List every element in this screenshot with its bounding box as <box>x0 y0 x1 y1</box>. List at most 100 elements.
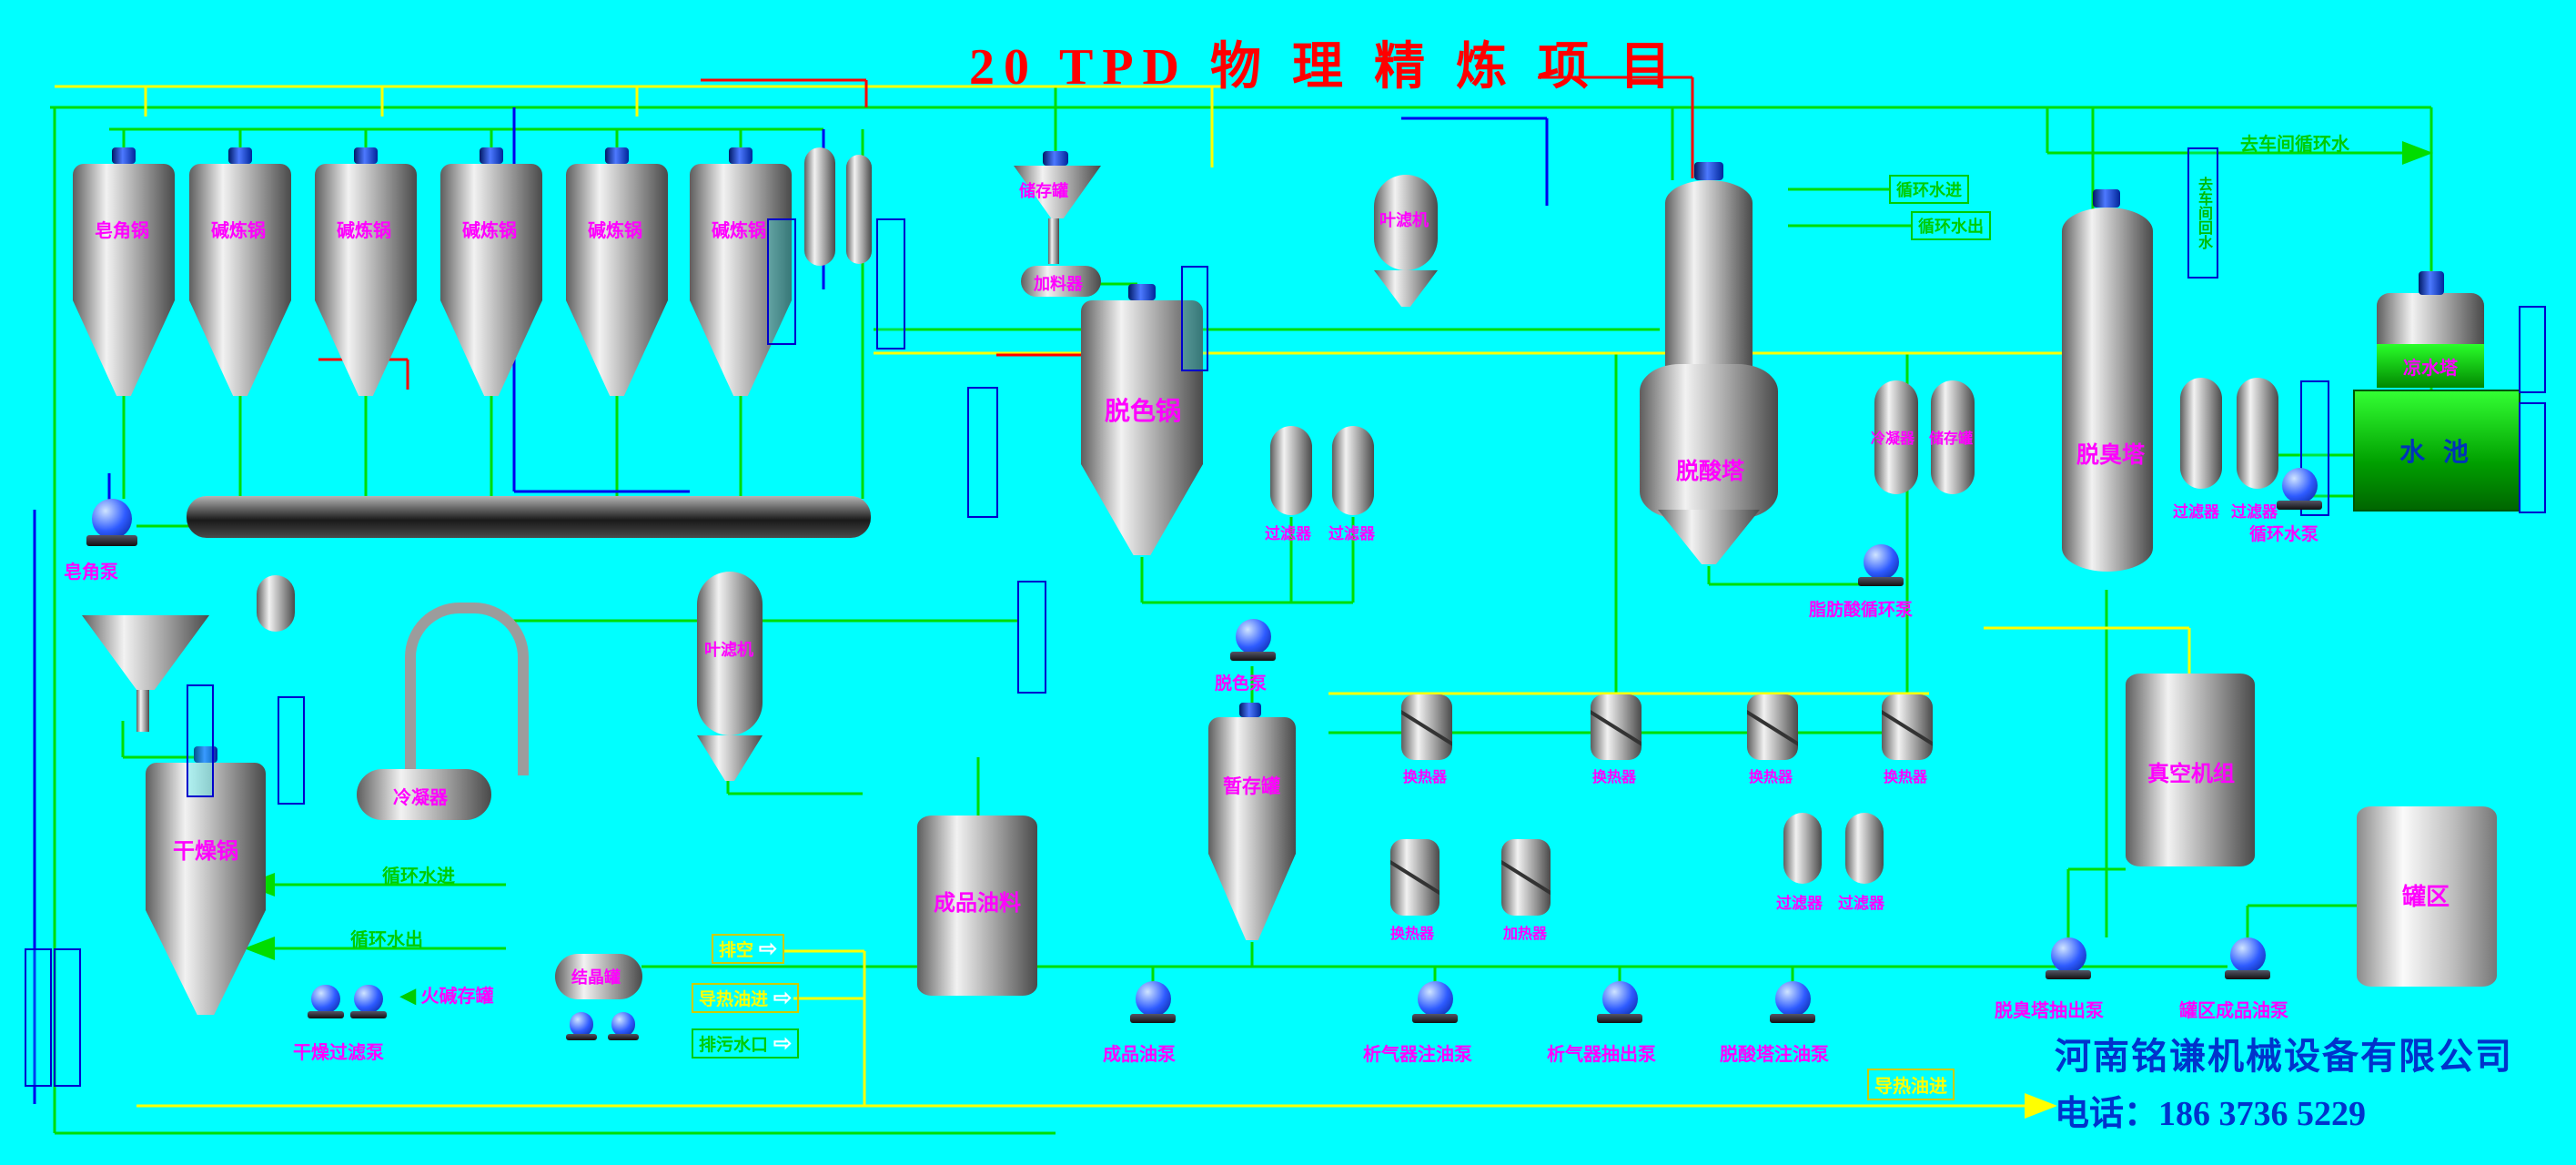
product-pump <box>1130 981 1176 1027</box>
storage-hopper-stem <box>1048 218 1059 264</box>
crystal-tank-vessel <box>555 954 642 999</box>
tank-area-label: 罐区 <box>2402 883 2450 910</box>
heater <box>1501 839 1551 916</box>
valve-cap <box>2093 189 2120 208</box>
filter-label: 过滤器 <box>1838 895 1884 912</box>
page-title: 20 TPD 物 理 精 炼 项 目 <box>969 39 1680 96</box>
circ-water-pump-label: 循环水泵 <box>2249 525 2319 544</box>
leaf-filter-left-label: 叶滤机 <box>704 641 753 659</box>
deacid-tower-bulge <box>1640 364 1778 519</box>
tank-cone <box>73 300 175 396</box>
motor-cap <box>2419 271 2444 295</box>
filter-label: 过滤器 <box>2231 503 2278 521</box>
vent-label: 排空⇨ <box>712 934 785 964</box>
vertical-label-box <box>2519 306 2546 393</box>
storage-right-label: 储存罐 <box>1929 431 1974 447</box>
tank-body <box>690 164 792 300</box>
refining-tank: 碱炼锅 <box>315 147 417 402</box>
dry-filter-pump <box>350 985 387 1021</box>
refining-tank: 碱炼锅 <box>690 147 792 402</box>
cooling-tower-top <box>2377 293 2484 344</box>
valve-cap <box>729 147 753 164</box>
tank-area-product-pump <box>2225 937 2270 983</box>
heat-exchanger <box>1882 694 1933 760</box>
filter-vessel <box>2180 378 2222 489</box>
feed-hopper-stem <box>136 690 149 732</box>
product-oil-tank-vessel <box>917 816 1037 996</box>
hollow-arrow-icon: ⇨ <box>773 1030 793 1056</box>
circ-water-out-left-label: 循环水出 <box>350 930 423 950</box>
refining-tank: 碱炼锅 <box>566 147 668 402</box>
degas-extract-pump <box>1597 981 1642 1027</box>
valve-cap <box>112 147 136 164</box>
valve-cap <box>1043 151 1068 166</box>
vertical-label-box <box>187 684 214 797</box>
soap-pot-tank: 皂角锅 <box>73 147 175 402</box>
company-phone: 电话：186 3736 5229 <box>2055 1095 2367 1133</box>
vertical-label-box <box>1017 581 1046 694</box>
valve-cap <box>480 147 503 164</box>
tank-label: 碱炼锅 <box>211 221 266 241</box>
deacid-inject-pump <box>1770 981 1815 1027</box>
circ-water-pump <box>2277 468 2322 513</box>
deacid-tower-upper <box>1665 180 1753 390</box>
filter-vessel <box>1270 426 1312 515</box>
filter-vessel <box>1783 813 1822 884</box>
valve-cap <box>354 147 378 164</box>
filter-vessel <box>2237 378 2278 489</box>
small-pump <box>608 1012 639 1043</box>
tank-body <box>566 164 668 300</box>
tank-label: 碱炼锅 <box>588 221 642 241</box>
heater-label: 加热器 <box>1503 927 1548 942</box>
deacid-tower-label: 脱酸塔 <box>1676 459 1745 484</box>
heat-exchanger-label: 换热器 <box>1403 770 1448 785</box>
filter-vessel <box>1845 813 1884 884</box>
tank-area-product-pump-label: 罐区成品油泵 <box>2179 1001 2288 1021</box>
workshop-return-label: 去车间回水 <box>2187 147 2218 279</box>
vertical-label-box <box>2519 402 2546 513</box>
water-pool: 水 池 <box>2353 390 2520 512</box>
heat-exchanger-label: 换热器 <box>1884 770 1928 785</box>
tank-body <box>146 763 266 910</box>
tank-label: 皂角锅 <box>95 221 149 241</box>
tank-body <box>440 164 542 300</box>
condenser-left-label: 冷凝器 <box>393 788 448 808</box>
tank-body <box>315 164 417 300</box>
tank-label: 碱炼锅 <box>712 221 766 241</box>
degas-inject-pump-label: 析气器注油泵 <box>1363 1045 1472 1065</box>
vacuum-unit-vessel <box>2126 674 2255 866</box>
heat-oil-in-mid-label: 导热油进⇨ <box>692 983 800 1013</box>
crystal-tank-label: 结晶罐 <box>571 968 621 987</box>
cooling-tower-base: 凉水塔 <box>2377 344 2484 388</box>
storage-right-vessel <box>1931 380 1975 494</box>
to-workshop-circ-label: 去车间循环水 <box>2240 135 2349 155</box>
deodor-extract-pump <box>2046 937 2091 983</box>
product-oil-tank-label: 成品油料 <box>934 891 1021 916</box>
circ-water-in-right-label: 循环水进 <box>1889 175 1969 204</box>
caustic-tank-label: ◀ 火碱存罐 <box>400 984 494 1008</box>
feeder-vessel <box>1021 266 1101 297</box>
hx-diagonal <box>1591 707 1642 749</box>
vertical-label-box <box>25 948 52 1087</box>
pump-base <box>86 535 137 546</box>
heat-exchanger <box>1401 694 1452 760</box>
heat-exchanger-label: 换热器 <box>1390 927 1435 942</box>
decolor-pump <box>1230 619 1276 664</box>
tank-label: 碱炼锅 <box>337 221 391 241</box>
tank-label: 碱炼锅 <box>462 221 517 241</box>
water-pool-label: 水 池 <box>2399 438 2474 466</box>
degas-inject-pump <box>1412 981 1458 1027</box>
hollow-arrow-icon: ⇨ <box>773 985 793 1010</box>
pump-head <box>92 499 132 539</box>
filter-label: 过滤器 <box>1265 525 1311 542</box>
vertical-label-box <box>967 387 998 518</box>
condenser-right-label: 冷凝器 <box>1871 431 1915 447</box>
dry-filter-pump-label: 干燥过滤泵 <box>293 1043 384 1063</box>
hx-diagonal <box>1882 707 1933 749</box>
filter-label: 过滤器 <box>2173 503 2219 521</box>
bleaching-pot-label: 脱色锅 <box>1105 397 1182 425</box>
tank-body <box>73 164 175 300</box>
fatty-acid-pump-label: 脂肪酸循环泵 <box>1809 601 1914 620</box>
hx-diagonal <box>1390 857 1440 898</box>
tank-cone <box>189 300 291 396</box>
